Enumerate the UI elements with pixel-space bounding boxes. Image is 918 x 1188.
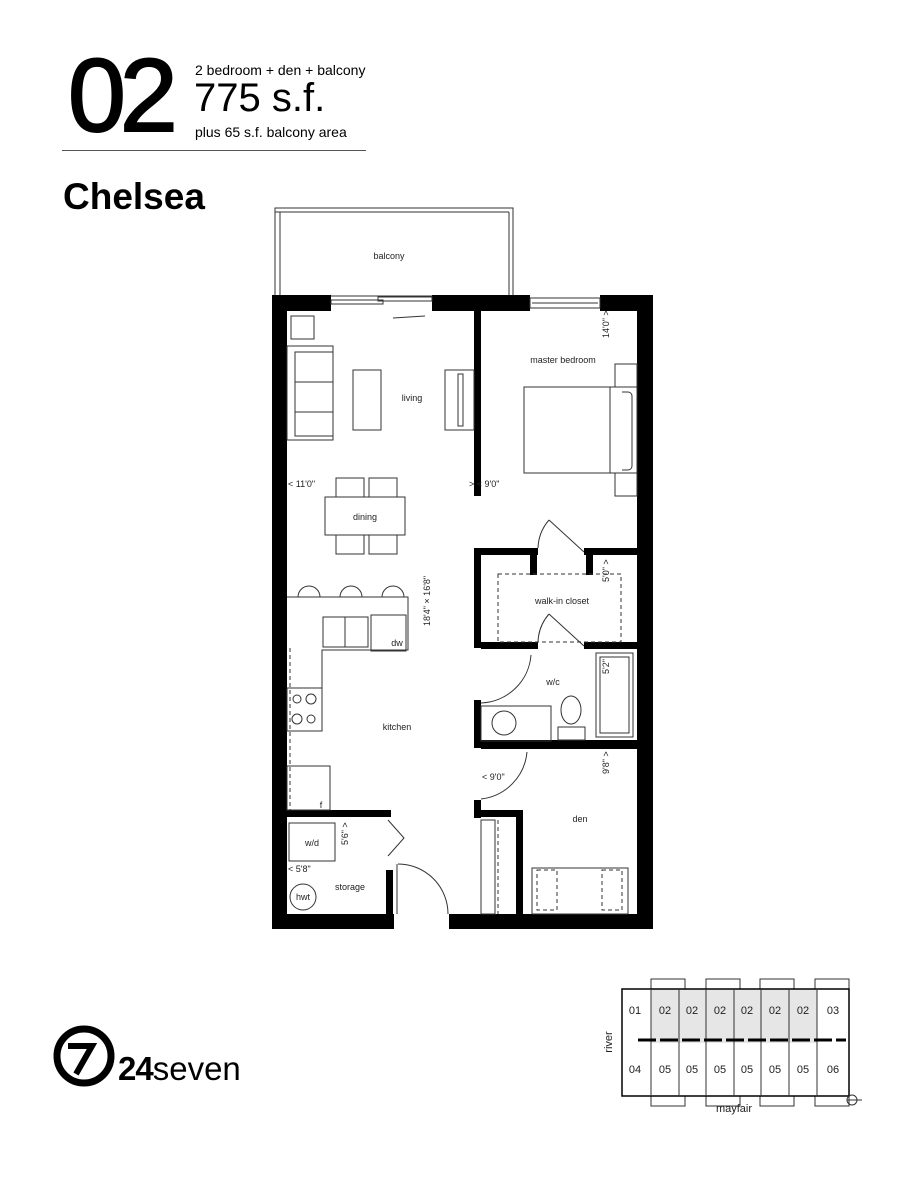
dim-bath-depth: 5'2" — [601, 659, 611, 674]
brand-logo-text: 24seven — [118, 1050, 241, 1087]
svg-text:05: 05 — [686, 1064, 698, 1076]
label-storage: storage — [335, 882, 365, 892]
building-keyplan: 01 02 02 02 02 02 02 03 04 05 05 05 05 0… — [603, 978, 862, 1115]
label-dishwasher: dw — [391, 638, 403, 648]
svg-text:05: 05 — [659, 1064, 671, 1076]
dim-bedroom-width: > < 9'0" — [469, 479, 499, 489]
unit-number: 02 — [67, 38, 179, 154]
svg-text:03: 03 — [827, 1005, 839, 1017]
label-fridge: f — [320, 800, 323, 810]
dim-closet-depth: 5'0" > — [601, 559, 611, 582]
svg-text:02: 02 — [714, 1005, 726, 1017]
exterior-walls — [272, 295, 653, 929]
unit-area: 775 s.f. — [194, 76, 326, 120]
dim-living-width: < 11'0" — [288, 479, 315, 489]
dim-bedroom-depth: 14'0" > — [601, 310, 611, 338]
circle-seven-icon — [53, 1025, 115, 1087]
street-river: river — [603, 1031, 615, 1053]
label-kitchen: kitchen — [383, 722, 412, 732]
label-hot-water-tank: hwt — [296, 892, 311, 902]
balcony-area: plus 65 s.f. balcony area — [195, 124, 347, 140]
dim-storage-width: < 5'8" — [288, 864, 311, 874]
label-living: living — [402, 393, 423, 403]
label-walk-in-closet: walk-in closet — [534, 596, 590, 606]
svg-text:02: 02 — [659, 1005, 671, 1017]
svg-text:05: 05 — [714, 1064, 726, 1076]
street-mayfair: mayfair — [716, 1103, 752, 1115]
svg-text:05: 05 — [769, 1064, 781, 1076]
svg-text:06: 06 — [827, 1064, 839, 1076]
dim-den-width: < 9'0" — [482, 772, 505, 782]
svg-text:04: 04 — [629, 1064, 641, 1076]
interior-walls — [287, 311, 637, 914]
label-den: den — [572, 814, 587, 824]
balcony-outline — [274, 207, 514, 297]
svg-text:02: 02 — [797, 1005, 809, 1017]
label-master-bedroom: master bedroom — [530, 355, 596, 365]
svg-text:02: 02 — [686, 1005, 698, 1017]
unit-type: 2 bedroom + den + balcony — [195, 62, 366, 78]
header-divider — [62, 150, 366, 151]
label-washer-dryer: w/d — [304, 838, 319, 848]
svg-text:02: 02 — [741, 1005, 753, 1017]
plan-name: Chelsea — [63, 176, 205, 217]
svg-text:05: 05 — [741, 1064, 753, 1076]
dim-living-depth: 18'4" × 16'8" — [422, 576, 432, 626]
label-dining: dining — [353, 512, 377, 522]
label-wc: w/c — [545, 677, 560, 687]
svg-text:01: 01 — [629, 1005, 641, 1017]
dim-storage-depth: 5'6" > — [340, 822, 350, 845]
label-balcony: balcony — [373, 251, 405, 261]
svg-text:05: 05 — [797, 1064, 809, 1076]
dim-den-depth: 9'8" > — [601, 751, 611, 774]
svg-text:02: 02 — [769, 1005, 781, 1017]
north-arrow-icon — [846, 1094, 862, 1106]
